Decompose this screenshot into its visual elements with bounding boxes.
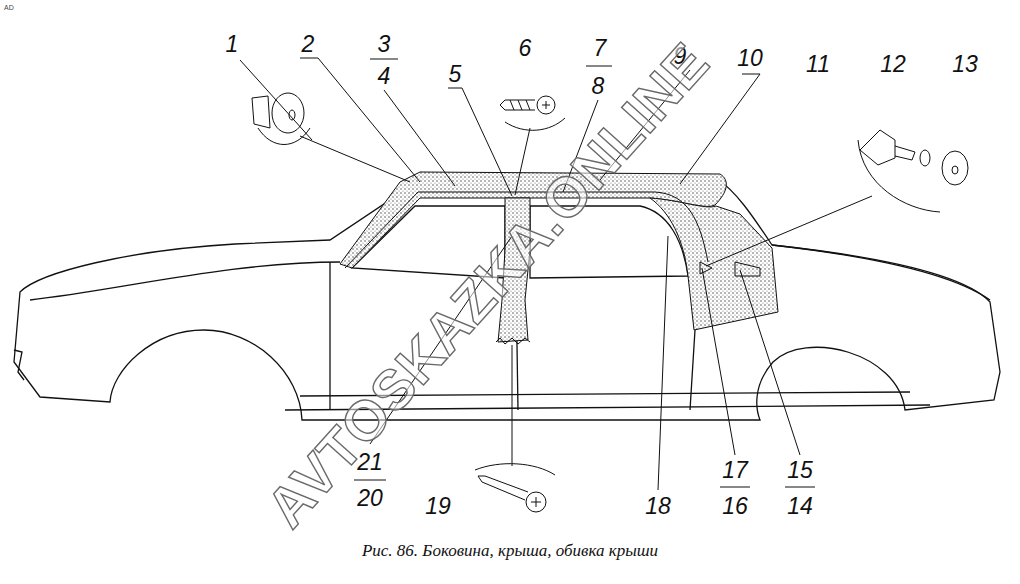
figure-caption: Рис. 86. Боковина, крыша, обивка крыши (0, 541, 1020, 561)
callout-number: 18 (645, 495, 671, 518)
callout-number: 16 (722, 495, 748, 518)
callout-number: 4 (378, 65, 391, 88)
callout-number: 20 (357, 487, 383, 510)
callout-number: 14 (787, 495, 813, 518)
callout-number: 19 (425, 495, 451, 518)
callout-number: 10 (737, 47, 763, 70)
callout-number: 2 (302, 33, 315, 56)
callout-number: 17 (722, 459, 748, 482)
callout-number: 13 (952, 53, 978, 76)
callout-number: 1 (226, 33, 239, 56)
callout-number: 5 (449, 63, 462, 86)
callout-number: 6 (519, 37, 532, 60)
corner-mark: AD (4, 4, 14, 11)
callout-number: 12 (880, 53, 906, 76)
callout-number: 8 (592, 75, 605, 98)
callout-number: 7 (594, 37, 607, 60)
callout-number: 15 (787, 459, 813, 482)
callout-number: 11 (806, 53, 830, 76)
callout-number: 3 (378, 33, 391, 56)
watermark: AVTOSKAZKA.ONLINE (257, 33, 719, 537)
